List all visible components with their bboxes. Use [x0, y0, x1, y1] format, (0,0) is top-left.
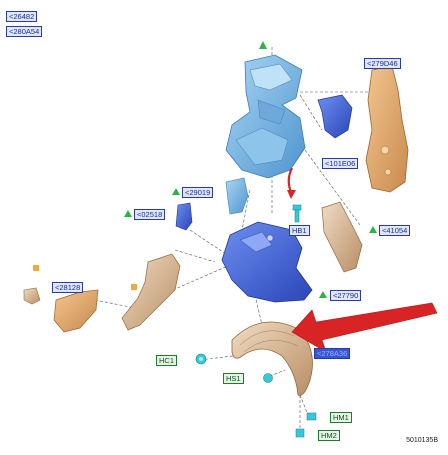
legend-row-square: = <26482: [6, 11, 38, 22]
part-tag-02518[interactable]: <02518: [134, 209, 166, 220]
part-tag-27790[interactable]: <27790: [330, 290, 362, 301]
part-tag-41054[interactable]: <41054: [379, 225, 411, 236]
small-dark-bracket: [175, 202, 193, 231]
diagram-reference-number: 5010135B: [406, 437, 438, 444]
blue-wheelhouse-panel: [221, 221, 313, 303]
beige-bracket: [321, 201, 363, 273]
tan-left-bracket: [53, 289, 99, 333]
legend-code-triangle: <280A54: [6, 26, 43, 37]
part-tag-101e06[interactable]: <101E06: [322, 158, 359, 169]
beige-panel-square-marker: [131, 284, 137, 290]
red-curved-arrowhead: [287, 190, 296, 199]
hm1-fastener: [306, 412, 317, 421]
large-red-callout-arrow: [291, 302, 438, 353]
part-tag-hb1[interactable]: HB1: [289, 225, 310, 236]
blue-panel-triangle-marker: [319, 291, 327, 298]
right-tan-panel: [365, 65, 409, 193]
hb1-clip: [292, 204, 302, 223]
part-tag-hm2[interactable]: HM2: [318, 430, 340, 441]
part-tag-hc1[interactable]: HC1: [156, 355, 178, 366]
part-tag-hm1[interactable]: HM1: [330, 412, 352, 423]
hc1-fastener: [195, 353, 207, 365]
beige-lower-panel: [121, 253, 181, 331]
legend-row-triangle: = <280A54: [6, 26, 43, 37]
triangle-marker-02518: [124, 210, 132, 217]
hs1-fastener: [263, 373, 273, 383]
far-left-part: [23, 265, 41, 305]
hm2-fastener: [295, 428, 305, 438]
upper-pillar-assembly: [225, 54, 306, 179]
triangle-marker-41054: [369, 226, 377, 233]
legend-code-square: <26482: [6, 11, 38, 22]
part-tag-278a36[interactable]: <278A36: [314, 348, 351, 359]
triangle-marker-29019: [172, 188, 180, 195]
part-tag-28128[interactable]: <28128: [52, 282, 84, 293]
small-blue-clip: [225, 177, 249, 215]
part-tag-29019[interactable]: <29019: [182, 187, 214, 198]
top-triangle-marker: [259, 41, 267, 49]
far-left-square-marker: [33, 265, 39, 271]
part-tag-279d46[interactable]: <279D46: [364, 58, 401, 69]
red-curved-arrow: [287, 167, 293, 193]
part-tag-hs1[interactable]: HS1: [223, 373, 244, 384]
dark-blue-small-bracket: [317, 94, 353, 139]
